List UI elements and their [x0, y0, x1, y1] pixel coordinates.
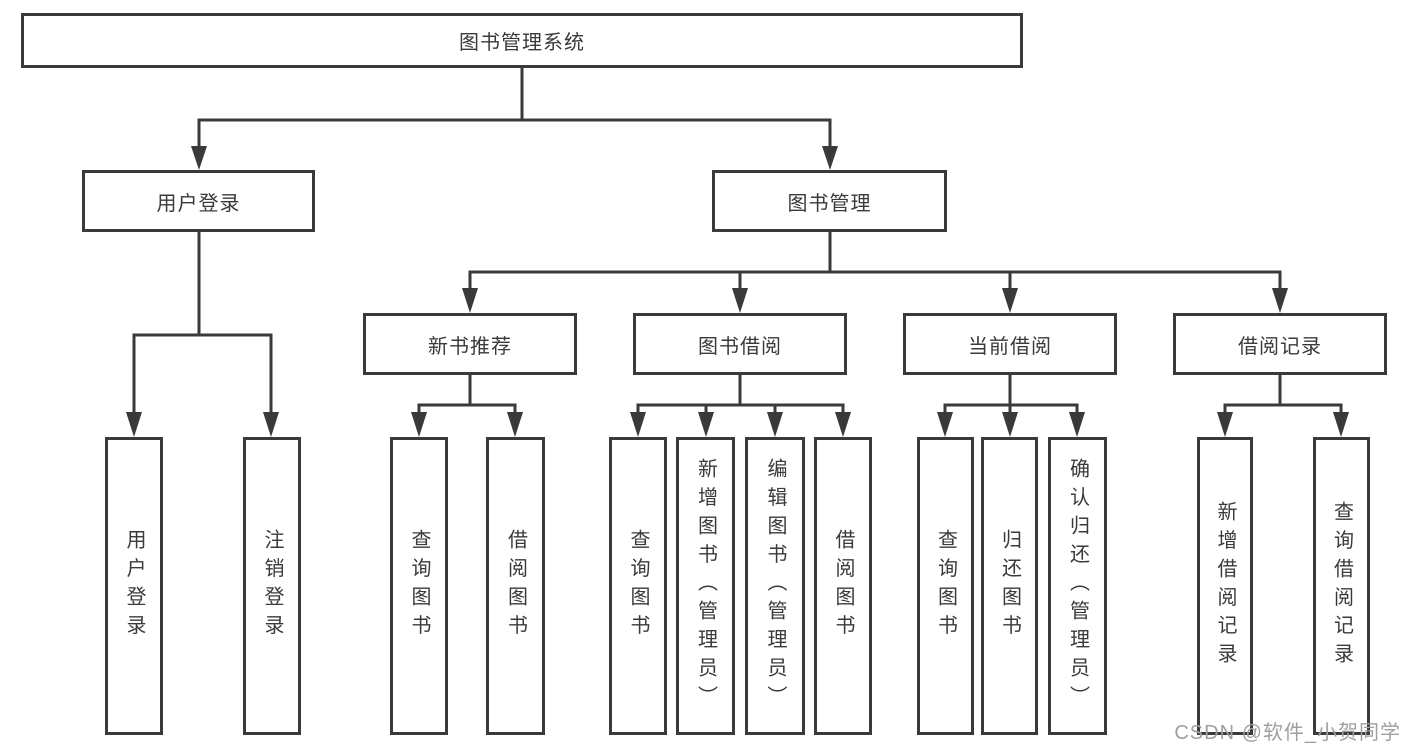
node-book-borrowing: 图书借阅: [633, 313, 847, 375]
leaf-label: 查询图书: [408, 529, 430, 643]
leaf-query-book: 查询图书: [917, 437, 974, 735]
connector-new-book-fork: [411, 375, 523, 437]
leaf-query-borrow-record: 查询借阅记录: [1313, 437, 1370, 735]
node-root: 图书管理系统: [21, 13, 1023, 68]
leaf-logout: 注销登录: [243, 437, 301, 735]
leaf-label: 注销登录: [261, 529, 283, 643]
leaf-label: 查询图书: [627, 529, 649, 643]
arrowhead: [630, 412, 646, 437]
leaf-query-book: 查询图书: [609, 437, 667, 735]
arrowhead: [507, 412, 523, 437]
arrowhead: [1002, 288, 1018, 313]
arrowhead: [822, 146, 838, 170]
node-current-borrowing: 当前借阅: [903, 313, 1117, 375]
leaf-label: 新增借阅记录: [1214, 500, 1236, 672]
leaf-borrow-book: 借阅图书: [814, 437, 872, 735]
arrowhead: [732, 288, 748, 313]
connector-book-mgmt-fork: [462, 232, 1288, 313]
arrowhead: [191, 146, 207, 170]
node-borrowing-records: 借阅记录: [1173, 313, 1387, 375]
connector-root-fork: [191, 68, 838, 170]
arrowhead: [835, 412, 851, 437]
arrowhead: [937, 412, 953, 437]
connector-borrow-record-fork: [1217, 375, 1349, 437]
connector-current-borrow-fork: [937, 375, 1085, 437]
arrowhead: [263, 412, 279, 437]
arrowhead: [1272, 288, 1288, 313]
leaf-query-book: 查询图书: [390, 437, 448, 735]
connector-book-borrow-fork: [630, 375, 851, 437]
arrowhead: [1333, 412, 1349, 437]
arrowhead: [462, 288, 478, 313]
leaf-label: 查询借阅记录: [1330, 500, 1353, 672]
connector-user-login-fork: [126, 232, 279, 437]
leaf-label: 确认归还（管理员）: [1066, 458, 1089, 714]
arrowhead: [1069, 412, 1085, 437]
watermark: CSDN @软件_小贺同学: [1174, 722, 1401, 744]
leaf-label: 新增图书（管理员）: [694, 458, 717, 714]
leaf-label: 归还图书: [998, 529, 1021, 643]
leaf-label: 查询图书: [934, 529, 957, 643]
leaf-return-book: 归还图书: [981, 437, 1038, 735]
leaf-add-borrow-record: 新增借阅记录: [1197, 437, 1253, 735]
leaf-user-login: 用户登录: [105, 437, 163, 735]
arrowhead: [698, 412, 714, 437]
arrowhead: [1217, 412, 1233, 437]
leaf-label: 用户登录: [123, 529, 145, 643]
arrowhead: [411, 412, 427, 437]
leaf-edit-book-admin: 编辑图书（管理员）: [745, 437, 805, 735]
arrowhead: [1002, 412, 1018, 437]
node-user-login: 用户登录: [82, 170, 315, 232]
leaf-label: 编辑图书（管理员）: [764, 458, 786, 714]
leaf-confirm-return-admin: 确认归还（管理员）: [1048, 437, 1107, 735]
node-new-book-recommend: 新书推荐: [363, 313, 577, 375]
leaf-label: 借阅图书: [504, 529, 527, 643]
leaf-borrow-book: 借阅图书: [486, 437, 545, 735]
leaf-label: 借阅图书: [832, 529, 854, 643]
leaf-add-book-admin: 新增图书（管理员）: [676, 437, 735, 735]
arrowhead: [767, 412, 783, 437]
arrowhead: [126, 412, 142, 437]
node-book-management: 图书管理: [712, 170, 947, 232]
